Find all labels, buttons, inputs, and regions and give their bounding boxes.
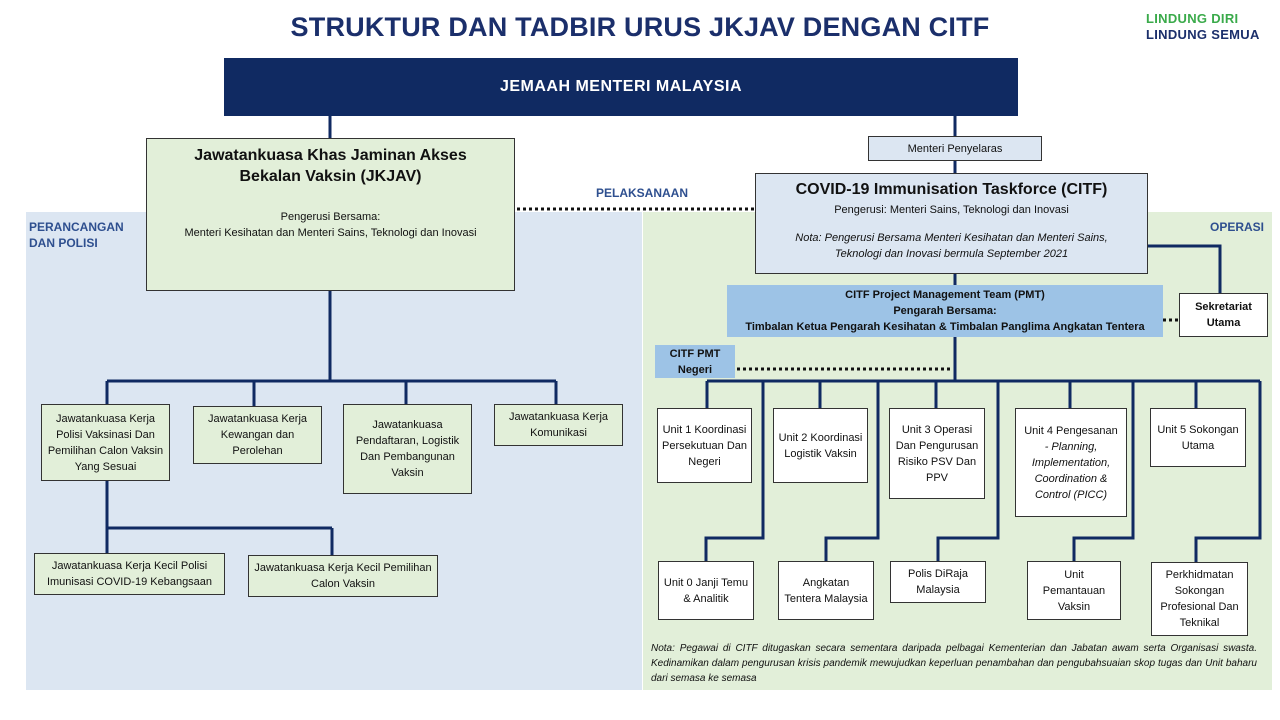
pmt-negeri-label: CITF PMT Negeri (669, 347, 721, 376)
unit-label: Unit 4 Pengesanan (1024, 424, 1118, 437)
pmt-line-3: Timbalan Ketua Pengarah Kesihatan & Timb… (745, 321, 1145, 333)
jkjav-chair-label: Pengerusi Bersama: (280, 211, 381, 223)
unit-polis: Polis DiRaja Malaysia (890, 561, 986, 603)
unit-label: Polis DiRaja Malaysia (908, 568, 968, 596)
unit-label: Perkhidmatan Sokongan Profesional Dan Te… (1160, 569, 1239, 629)
committee-pendaftaran: Jawatankuasa Pendaftaran, Logistik Dan P… (343, 404, 472, 494)
citf-box: COVID-19 Immunisation Taskforce (CITF) P… (755, 173, 1148, 274)
unit-angkatan-tentera: Angkatan Tentera Malaysia (778, 561, 874, 620)
brand-line-1: LINDUNG DIRI (1146, 11, 1239, 26)
subcommittee-polisi-imunisasi: Jawatankuasa Kerja Kecil Polisi Imunisas… (34, 553, 225, 595)
citf-note: Nota: Pengerusi Bersama Menteri Kesihata… (795, 232, 1108, 260)
pmt-line-1: CITF Project Management Team (PMT) (845, 289, 1045, 301)
unit-3: Unit 3 Operasi Dan Pengurusan Risiko PSV… (889, 408, 985, 499)
jemaah-menteri-box: JEMAAH MENTERI MALAYSIA (224, 58, 1018, 116)
zone-label-right: OPERASI (1209, 220, 1264, 234)
pmt-negeri-box: CITF PMT Negeri (655, 345, 735, 378)
footnote: Nota: Pegawai di CITF ditugaskan secara … (651, 643, 1257, 684)
jkjav-box: Jawatankuasa Khas Jaminan Akses Bekalan … (146, 138, 515, 291)
unit-perkhidmatan-sokongan: Perkhidmatan Sokongan Profesional Dan Te… (1151, 562, 1248, 636)
unit-4: Unit 4 Pengesanan - Planning, Implementa… (1015, 408, 1127, 517)
committee-kewangan: Jawatankuasa Kerja Kewangan dan Peroleha… (193, 406, 322, 464)
subcommittee-pemilihan-calon: Jawatankuasa Kerja Kecil Pemilihan Calon… (248, 555, 438, 597)
committee-komunikasi: Jawatankuasa Kerja Komunikasi (494, 404, 623, 446)
unit-2: Unit 2 Koordinasi Logistik Vaksin (773, 408, 868, 483)
unit-label: Unit 1 Koordinasi Persekutuan Dan Negeri (662, 423, 747, 468)
jemaah-menteri-label: JEMAAH MENTERI MALAYSIA (499, 78, 743, 95)
sekretariat-label: Sekretariat Utama (1195, 301, 1252, 329)
committee-label: Jawatankuasa Kerja Kewangan dan Peroleha… (207, 413, 308, 457)
pmt-line-2: Pengarah Bersama: (893, 305, 997, 317)
committee-label: Jawatankuasa Kerja Komunikasi (508, 411, 609, 439)
unit-0: Unit 0 Janji Temu & Analitik (658, 561, 754, 620)
brand-line-2: LINDUNG SEMUA (1146, 27, 1260, 42)
unit-label: Angkatan Tentera Malaysia (784, 576, 868, 605)
unit-label: Unit 5 Sokongan Utama (1157, 423, 1239, 452)
menteri-penyelaras-label: Menteri Penyelaras (907, 142, 1003, 155)
committee-label: Jawatankuasa Pendaftaran, Logistik Dan P… (355, 419, 460, 479)
subcommittee-label: Jawatankuasa Kerja Kecil Pemilihan Calon… (254, 562, 432, 590)
unit-5: Unit 5 Sokongan Utama (1150, 408, 1246, 467)
unit-label: Unit 2 Koordinasi Logistik Vaksin (778, 431, 863, 460)
pmt-box: CITF Project Management Team (PMT) Penga… (727, 285, 1163, 337)
pelaksanaan-label: PELAKSANAAN (596, 186, 689, 200)
menteri-penyelaras-box: Menteri Penyelaras (868, 136, 1042, 161)
sekretariat-box: Sekretariat Utama (1179, 293, 1268, 337)
unit-label: Unit 0 Janji Temu & Analitik (663, 576, 749, 605)
unit-1: Unit 1 Koordinasi Persekutuan Dan Negeri (657, 408, 752, 483)
zone-label-left: PERANCANGAN DAN POLISI (29, 220, 124, 250)
unit-pemantauan-vaksin: Unit Pemantauan Vaksin (1027, 561, 1121, 620)
unit-label: Unit Pemantauan Vaksin (1042, 568, 1106, 613)
subcommittee-label: Jawatankuasa Kerja Kecil Polisi Imunisas… (46, 560, 213, 588)
committee-label: Jawatankuasa Kerja Polisi Vaksinasi Dan … (47, 412, 164, 473)
page-title: STRUKTUR DAN TADBIR URUS JKJAV DENGAN CI… (290, 12, 990, 42)
citf-chair: Pengerusi: Menteri Sains, Teknologi dan … (834, 204, 1069, 216)
unit-label: Unit 3 Operasi Dan Pengurusan Risiko PSV… (895, 423, 979, 484)
committee-polisi: Jawatankuasa Kerja Polisi Vaksinasi Dan … (41, 404, 170, 481)
jkjav-chair: Menteri Kesihatan dan Menteri Sains, Tek… (184, 227, 477, 239)
jkjav-title: Jawatankuasa Khas Jaminan Akses Bekalan … (194, 147, 467, 185)
citf-title: COVID-19 Immunisation Taskforce (CITF) (795, 181, 1108, 198)
unit-4-detail: - Planning, Implementation, Coordination… (1031, 440, 1111, 501)
